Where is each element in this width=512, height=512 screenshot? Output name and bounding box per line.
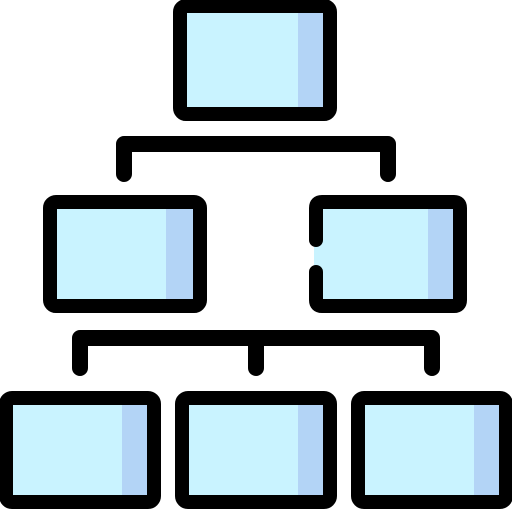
node-level2-left — [43, 195, 207, 313]
node-level3-left — [0, 391, 161, 509]
node-level2-right — [309, 195, 467, 313]
node-level3-center — [175, 391, 337, 509]
connector-bottom — [72, 330, 440, 376]
node-level3-right — [351, 391, 512, 509]
node-level1 — [173, 0, 337, 121]
connector-top-bracket — [116, 136, 396, 182]
connector-top — [116, 136, 396, 182]
